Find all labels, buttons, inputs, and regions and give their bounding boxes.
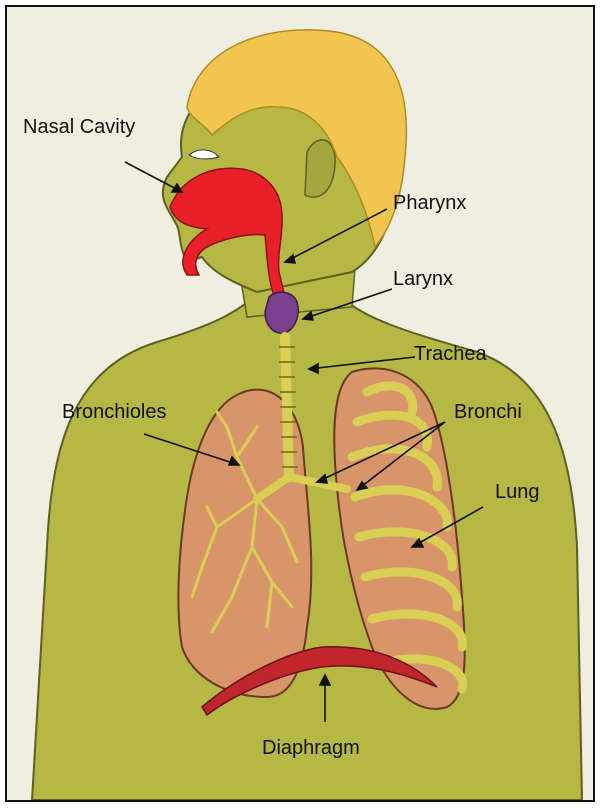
diagram-frame: Nasal Cavity Pharynx Larynx Trachea Bron… [5,5,595,802]
label-bronchioles: Bronchioles [62,402,167,422]
larynx [265,292,298,333]
label-pharynx: Pharynx [393,193,466,213]
label-lung: Lung [495,482,540,502]
label-nasal-cavity: Nasal Cavity [23,117,135,137]
label-bronchi: Bronchi [454,402,522,422]
label-larynx: Larynx [393,269,453,289]
label-diaphragm: Diaphragm [262,738,360,758]
label-trachea: Trachea [414,344,487,364]
